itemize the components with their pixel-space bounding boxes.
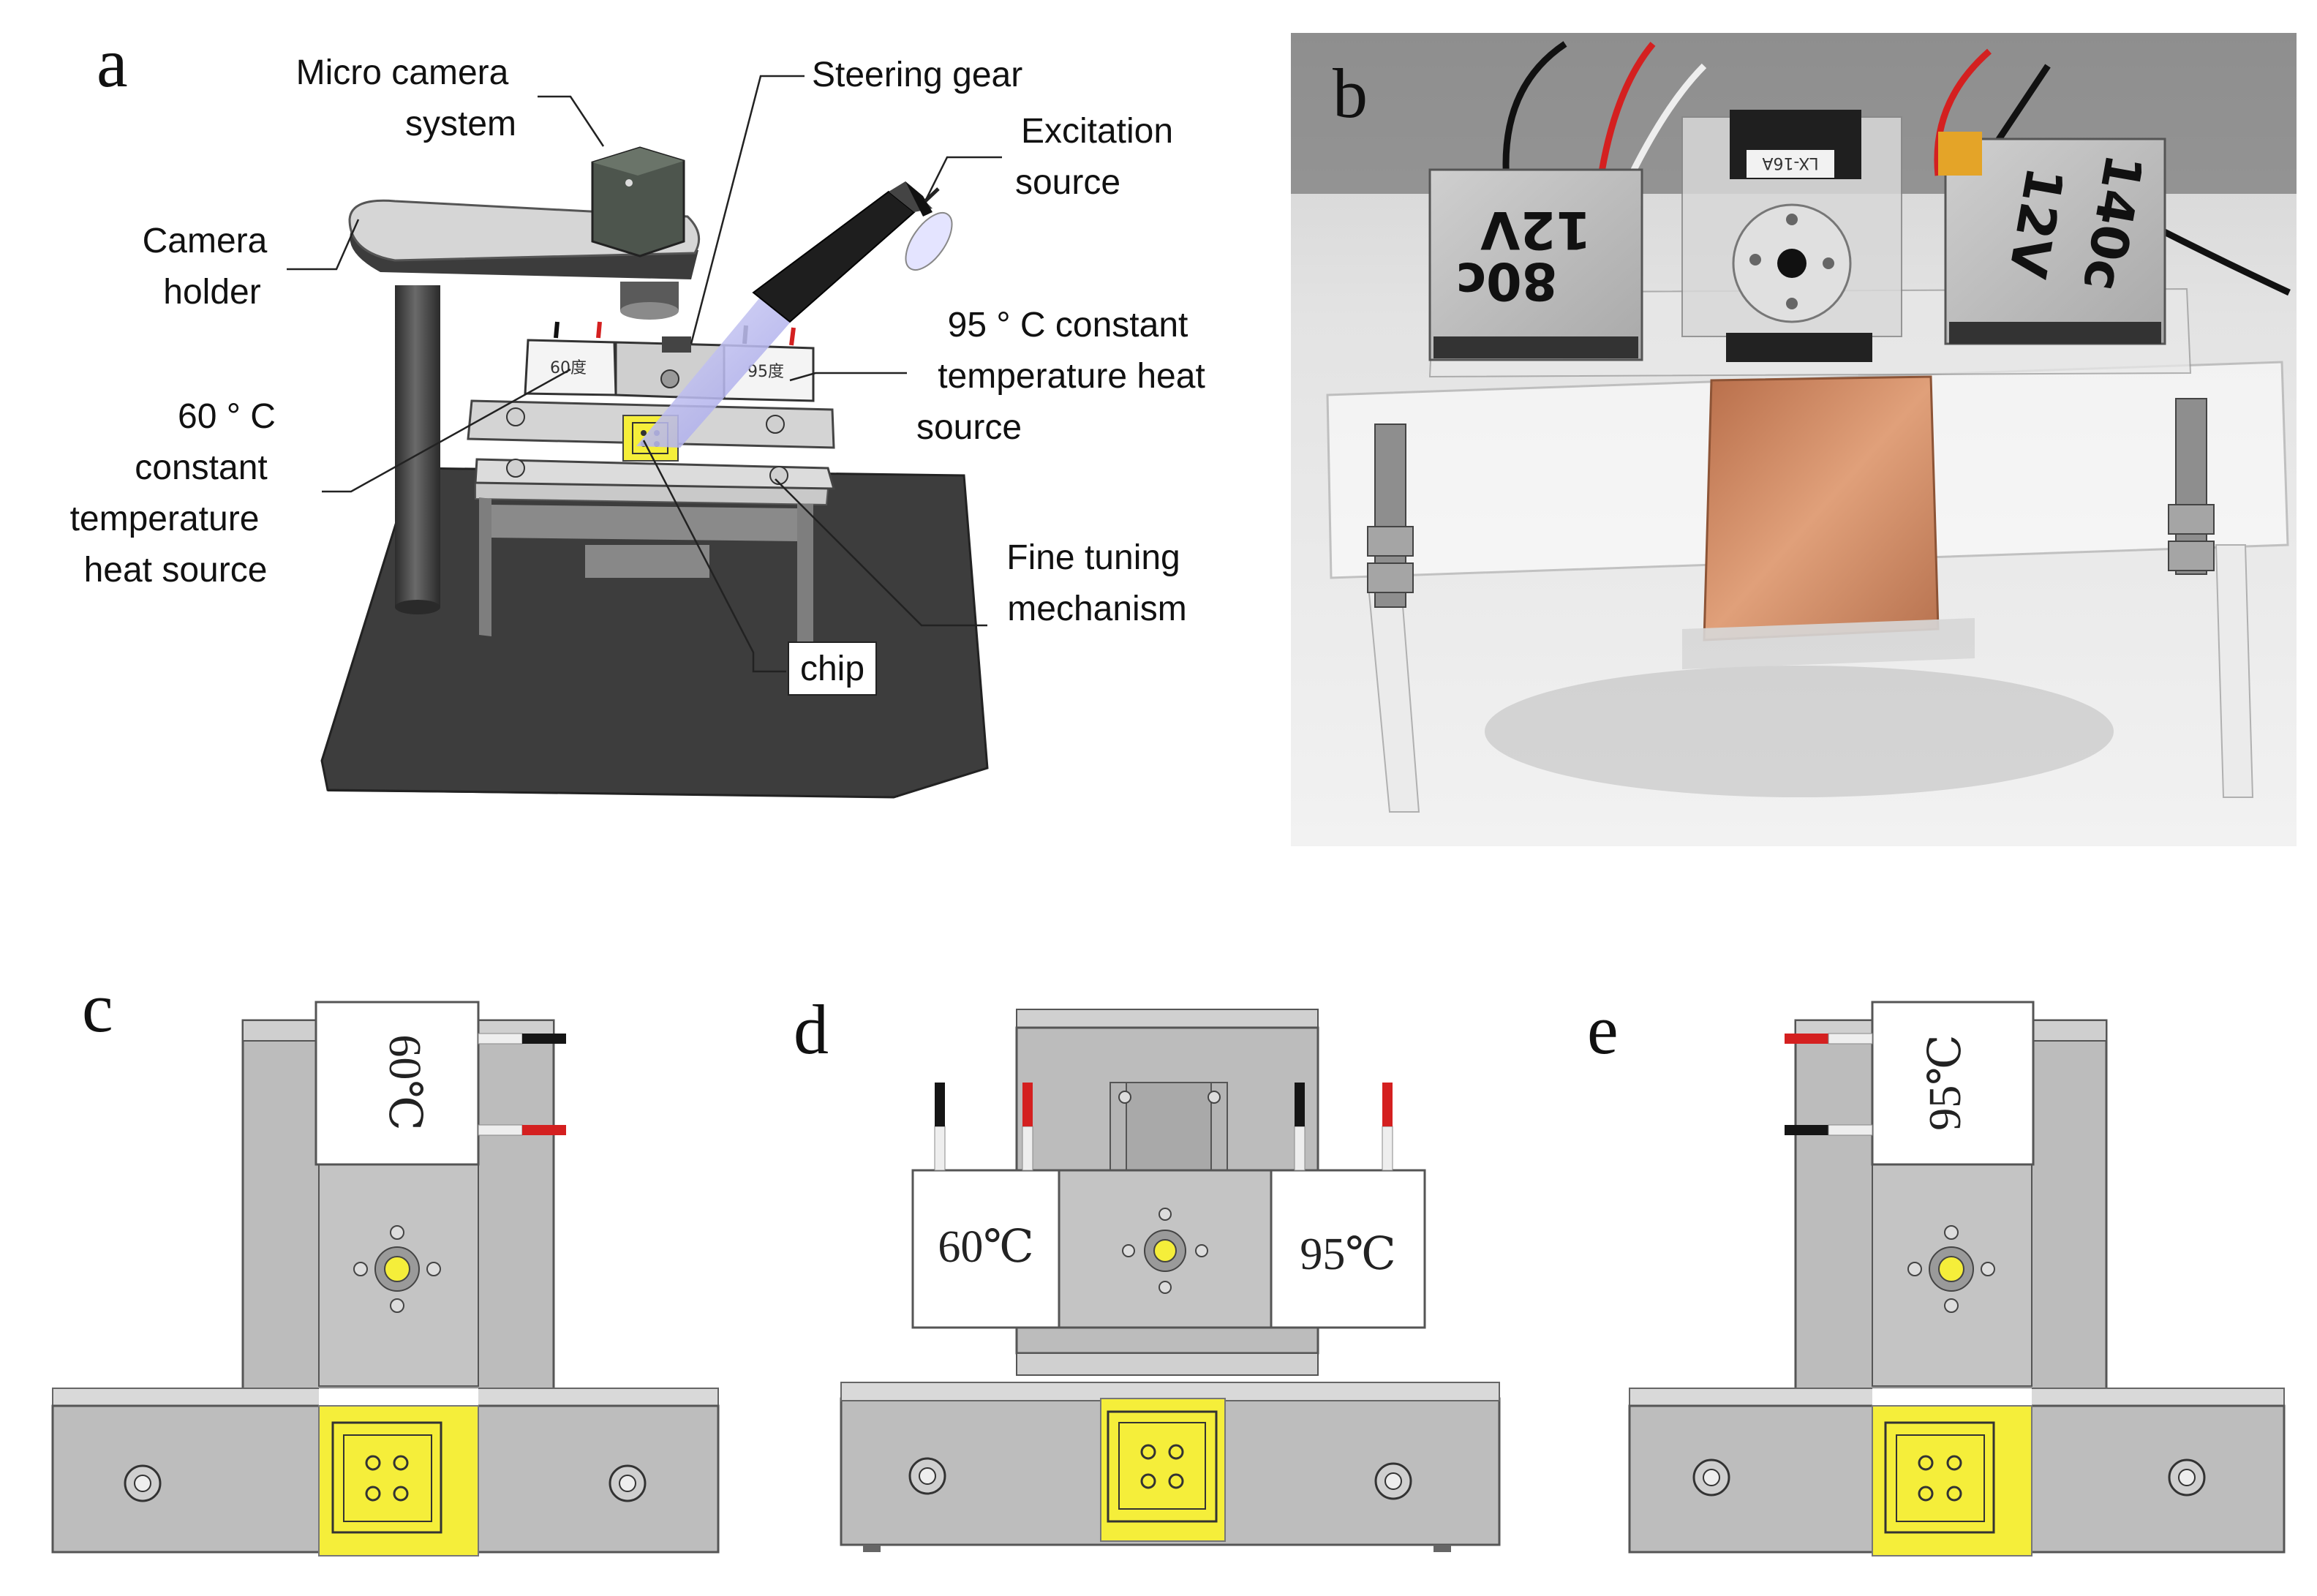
panel-letter-e: e — [1587, 990, 1619, 1069]
label-micro-camera-1: Micro camera — [296, 53, 509, 92]
label-steering-gear: Steering gear — [812, 56, 1022, 94]
d-temp-right: 95℃ — [1300, 1230, 1395, 1279]
heat-block-60: 60度 — [524, 321, 617, 396]
label-excitation-2: source — [1015, 163, 1120, 202]
leader-lines-a — [287, 75, 1002, 673]
label-fine-tuning-2: mechanism — [1007, 590, 1186, 628]
d-wires — [934, 1083, 1393, 1171]
d-heat-block-right: 95℃ — [1270, 1169, 1426, 1329]
excitation-beam — [636, 298, 797, 448]
photo-bolts — [1367, 398, 2215, 608]
e-heat-block: 95℃ — [1871, 1001, 2035, 1166]
c-base — [51, 1388, 720, 1557]
c-wires — [478, 1033, 566, 1136]
panel-d: d 60℃ 95℃ — [794, 990, 1501, 1552]
panel-letter-a: a — [97, 23, 128, 102]
d-center-block — [1058, 1169, 1273, 1329]
photo-servo-label: LX-16A — [1762, 154, 1818, 172]
d-base — [840, 1382, 1501, 1552]
e-base — [1628, 1388, 2286, 1557]
e-wires — [1785, 1033, 1873, 1136]
model-label-95: 95度 — [747, 363, 784, 381]
copper-heatsink — [1682, 375, 1975, 669]
label-hot95-3: source — [916, 408, 1022, 447]
excitation-source-icon — [752, 181, 953, 323]
label-fine-tuning-1: Fine tuning — [1006, 538, 1180, 577]
photo-note-left-1: 12V — [1480, 200, 1591, 260]
lower-plate — [474, 458, 835, 490]
label-hot60-4: heat source — [84, 551, 268, 590]
photo-heat-block-right: 12V 140c — [1938, 132, 2166, 345]
labels-a: Micro camera system Steering gear Excita… — [70, 53, 1205, 696]
c-temp-label: 60℃ — [380, 1034, 429, 1130]
panel-e: e 95℃ — [1587, 990, 2286, 1557]
photo-heat-block-left: 12V 80c — [1428, 168, 1643, 361]
d-heat-block-left: 60℃ — [911, 1169, 1060, 1329]
label-micro-camera-2: system — [405, 105, 516, 143]
photo-note-left-2: 80c — [1456, 251, 1558, 311]
support-table — [475, 481, 829, 644]
panel-letter-c: c — [82, 968, 113, 1047]
label-excitation-1: Excitation — [1021, 112, 1173, 151]
e-servo-horn — [1907, 1225, 1995, 1313]
panel-b: 12V 80c LX-16A 12V 140c b — [1291, 33, 2297, 846]
d-temp-left: 60℃ — [938, 1222, 1033, 1272]
label-hot60-1: 60 ° C — [178, 397, 276, 436]
c-heat-block: 60℃ — [314, 1001, 480, 1166]
c-servo-horn — [353, 1225, 441, 1313]
e-temp-label: 95℃ — [1921, 1034, 1970, 1130]
micro-camera-icon — [591, 146, 685, 320]
label-hot60-2: constant — [135, 448, 267, 487]
panel-a: a — [70, 23, 1205, 799]
model-label-60: 60度 — [550, 359, 587, 377]
label-camera-holder-2: holder — [163, 273, 260, 312]
label-camera-holder-1: Camera — [143, 222, 268, 260]
panel-c: c 60℃ — [51, 968, 720, 1557]
label-hot60-3: temperature — [70, 500, 260, 538]
label-hot95-2: temperature heat — [938, 357, 1205, 396]
label-chip: chip — [800, 650, 864, 688]
panel-letter-b: b — [1333, 54, 1368, 132]
panel-letter-d: d — [794, 990, 829, 1069]
label-hot95-1: 95 ° C constant — [948, 306, 1188, 345]
plate-screws — [506, 407, 788, 485]
photo-servo: LX-16A — [1681, 110, 1902, 362]
